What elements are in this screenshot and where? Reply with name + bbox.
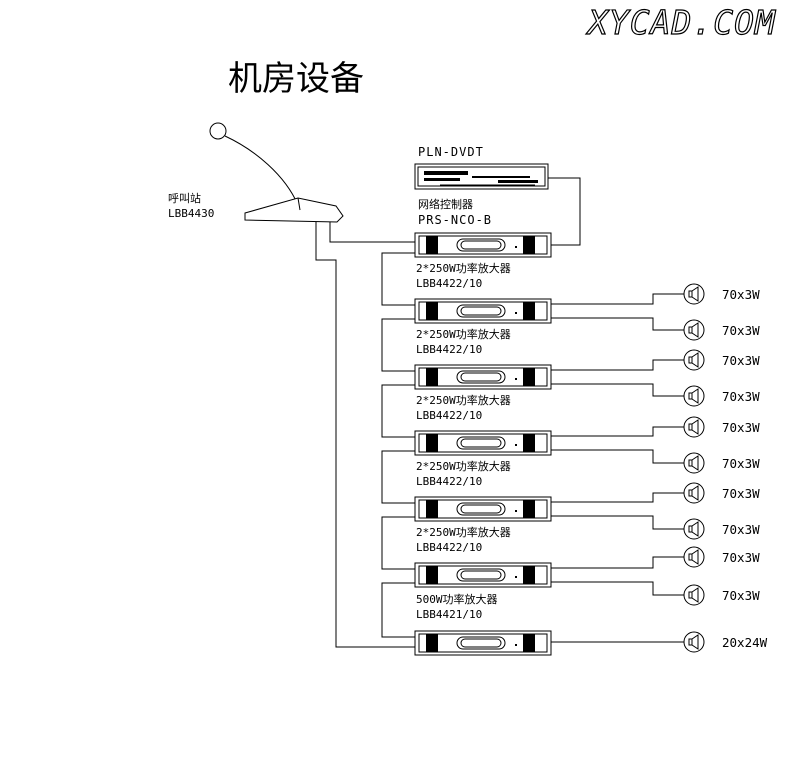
speaker-icon (683, 416, 705, 438)
call-station-name: 呼叫站 (168, 191, 201, 205)
chain-wire (381, 450, 415, 504)
amplifier-unit (414, 562, 552, 588)
controller-model: PRS-NCO-B (418, 213, 492, 227)
amplifier-model: LBB4421/10 (416, 608, 482, 621)
network-controller-unit (414, 232, 552, 258)
dvd-label: PLN-DVDT (418, 145, 484, 159)
dvd-unit (414, 163, 549, 190)
amplifier-name: 500W功率放大器 (416, 592, 498, 606)
speaker-label: 70x3W (722, 588, 760, 603)
speaker-label: 70x3W (722, 323, 760, 338)
speaker-wire (551, 449, 684, 464)
speaker-icon (683, 518, 705, 540)
amplifier-model: LBB4422/10 (416, 475, 482, 488)
controller-name: 网络控制器 (418, 197, 473, 211)
call-station-icon (209, 122, 344, 223)
amplifier-unit (414, 430, 552, 456)
chain-wire (381, 582, 415, 638)
speaker-label: 70x3W (722, 522, 760, 537)
speaker-icon (683, 631, 705, 653)
speaker-label: 70x3W (722, 550, 760, 565)
chain-wire (381, 516, 415, 570)
page-title: 机房设备 (228, 59, 364, 99)
speaker-icon (683, 349, 705, 371)
watermark: XYCAD.COM (585, 3, 776, 42)
speaker-label: 20x24W (722, 635, 768, 650)
amplifier-model: LBB4422/10 (416, 277, 482, 290)
speaker-label: 70x3W (722, 353, 760, 368)
speaker-label: 70x3W (722, 389, 760, 404)
speaker-label: 70x3W (722, 287, 760, 302)
speaker-wire (551, 293, 684, 305)
speaker-icon (683, 319, 705, 341)
speaker-label: 70x3W (722, 456, 760, 471)
speaker-label: 70x3W (722, 420, 760, 435)
speaker-wire (551, 581, 684, 596)
amplifier-name: 2*250W功率放大器 (416, 261, 511, 275)
speaker-wire (551, 426, 684, 437)
call-station-model: LBB4430 (168, 207, 214, 220)
speaker-wire (551, 359, 684, 371)
speaker-wire (551, 515, 684, 530)
amplifier-unit (414, 496, 552, 522)
amplifier-name: 2*250W功率放大器 (416, 459, 511, 473)
speaker-wire (551, 383, 684, 397)
amplifier-unit (414, 630, 552, 656)
speaker-icon (683, 385, 705, 407)
chain-wire (381, 384, 415, 438)
speaker-icon (683, 546, 705, 568)
device-stack: 2*250W功率放大器 LBB4422/10 2*250W功率放大器 LBB4422/… (381, 232, 768, 656)
speaker-icon (683, 584, 705, 606)
amplifier-unit (414, 364, 552, 390)
wiring (315, 177, 581, 648)
speaker-wire (551, 556, 684, 569)
speaker-label: 70x3W (722, 486, 760, 501)
speaker-wire (551, 317, 684, 331)
amplifier-model: LBB4422/10 (416, 541, 482, 554)
speaker-wire (551, 492, 684, 503)
speaker-icon (683, 482, 705, 504)
chain-wire (381, 252, 415, 306)
amplifier-unit (414, 298, 552, 324)
amplifier-name: 2*250W功率放大器 (416, 327, 511, 341)
chain-wire (381, 318, 415, 372)
speaker-icon (683, 283, 705, 305)
speaker-icon (683, 452, 705, 474)
amplifier-model: LBB4422/10 (416, 343, 482, 356)
amplifier-name: 2*250W功率放大器 (416, 393, 511, 407)
amplifier-name: 2*250W功率放大器 (416, 525, 511, 539)
amplifier-model: LBB4422/10 (416, 409, 482, 422)
